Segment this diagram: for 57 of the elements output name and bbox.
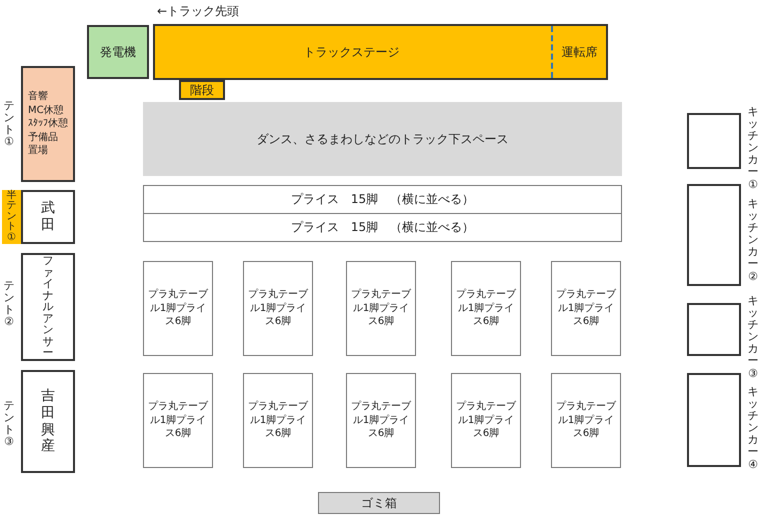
- booth-box: [21, 190, 75, 244]
- trash-area: [318, 492, 440, 514]
- tent-label: キッチンカー②: [747, 198, 760, 283]
- area-label: プラ丸テーブル1脚プライス6脚: [247, 400, 309, 441]
- table-area: [451, 261, 521, 356]
- area-label: ゴミ箱: [361, 496, 397, 510]
- tent-label: キッチンカー①: [747, 106, 760, 191]
- booth-box: [21, 253, 75, 361]
- area-label: プラ丸テーブル1脚プライス6脚: [455, 400, 517, 441]
- table-area: [551, 373, 621, 468]
- generator-area: [87, 25, 149, 79]
- area-label: 階段: [190, 82, 214, 98]
- tent-label: テント①: [3, 100, 16, 148]
- booth-box: [21, 370, 75, 473]
- area-label: プラ丸テーブル1脚プライス6脚: [147, 288, 209, 329]
- chair-row: [143, 213, 622, 242]
- table-area: [551, 261, 621, 356]
- kitchen-car-box: [687, 113, 741, 169]
- area-label: 半テント①: [6, 190, 17, 244]
- tent-area: [21, 66, 75, 182]
- area-label: 武田: [40, 200, 56, 234]
- note-list: 音響 MC休憩 ｽﾀｯﾌ休憩 予備品 置場: [28, 90, 68, 158]
- area-label: 発電機: [100, 44, 136, 60]
- kitchen-car-box: [687, 184, 741, 286]
- kitchen-car-box: [687, 303, 741, 356]
- table-area: [346, 261, 416, 356]
- area-label: プラ丸テーブル1脚プライス6脚: [350, 400, 412, 441]
- tent-label: キッチンカー④: [747, 386, 760, 471]
- table-area: [346, 373, 416, 468]
- area-label: プライス 15脚 （横に並べる）: [290, 192, 474, 207]
- area-label: プラ丸テーブル1脚プライス6脚: [247, 288, 309, 329]
- area-label: 吉田興産: [40, 388, 56, 456]
- table-area: [243, 261, 313, 356]
- stage-area: [153, 24, 608, 80]
- stairs-area: [179, 80, 225, 100]
- area-label: プラ丸テーブル1脚プライス6脚: [455, 288, 517, 329]
- tent-label: テント②: [3, 280, 16, 328]
- chair-row: [143, 185, 622, 214]
- half-tent-band: [2, 190, 21, 244]
- direction-note: ←トラック先頭: [157, 3, 240, 20]
- area-label: 運転席: [562, 44, 598, 60]
- kitchen-car-box: [687, 373, 741, 467]
- area-label: トラックステージ: [302, 44, 400, 60]
- area-label: プラ丸テーブル1脚プライス6脚: [555, 400, 617, 441]
- table-area: [451, 373, 521, 468]
- area-label: プライス 15脚 （横に並べる）: [290, 220, 474, 235]
- space-area: [143, 102, 622, 176]
- area-label: プラ丸テーブル1脚プライス6脚: [350, 288, 412, 329]
- area-label: プラ丸テーブル1脚プライス6脚: [147, 400, 209, 441]
- table-area: [143, 261, 213, 356]
- area-label: プラ丸テーブル1脚プライス6脚: [555, 288, 617, 329]
- tent-label: テント③: [3, 400, 16, 448]
- area-label: ダンス、さるまわしなどのトラック下スペース: [256, 132, 508, 146]
- table-area: [243, 373, 313, 468]
- table-area: [143, 373, 213, 468]
- tent-label: キッチンカー③: [747, 295, 760, 380]
- area-label: ファイナルアンサー: [42, 255, 54, 359]
